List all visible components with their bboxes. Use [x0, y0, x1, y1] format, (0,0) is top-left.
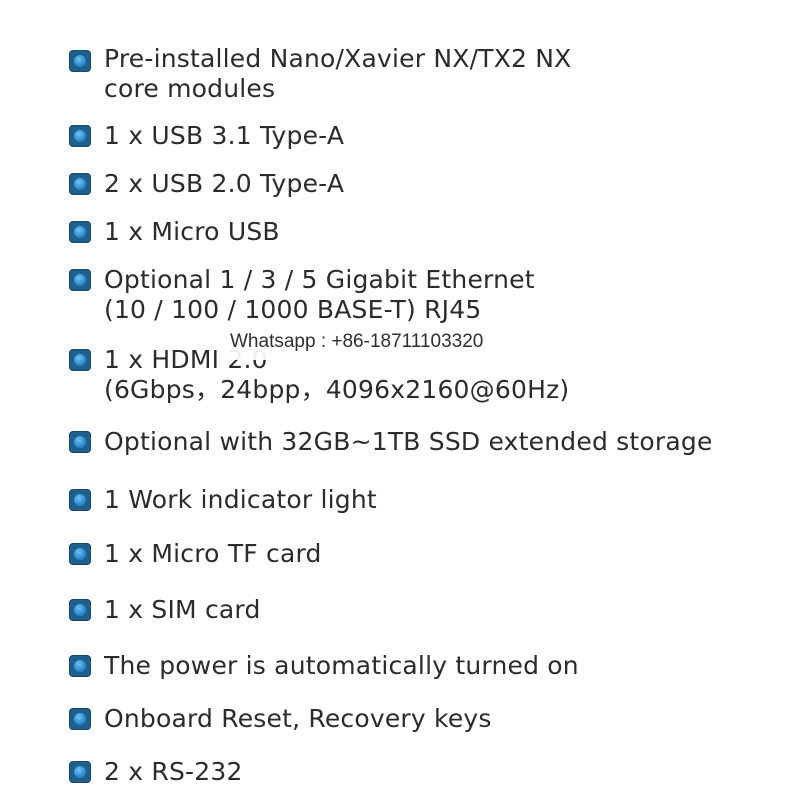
bullet-square-icon [70, 350, 90, 370]
feature-text: Optional 1 / 3 / 5 Gigabit Ethernet (10 … [104, 265, 535, 324]
feature-text: 1 x Micro TF card [104, 539, 322, 568]
feature-text: 2 x USB 2.0 Type-A [104, 169, 345, 198]
feature-text: 1 x USB 3.1 Type-A [104, 121, 345, 150]
feature-text: Pre-installed Nano/Xavier NX/TX2 NX core… [104, 44, 572, 103]
feature-text: 2 x RS-232 [104, 757, 243, 786]
whatsapp-watermark: Whatsapp : +86-18711103320 [218, 324, 552, 360]
feature-text: 1 x Micro USB [104, 217, 280, 246]
feature-text: 1 x SIM card [104, 595, 261, 624]
bullet-square-icon [70, 544, 90, 564]
feature-text: The power is automatically turned on [104, 651, 579, 680]
bullet-square-icon [70, 656, 90, 676]
bullet-square-icon [70, 51, 90, 71]
bullet-square-icon [70, 174, 90, 194]
bullet-square-icon [70, 490, 90, 510]
feature-text: 1 x HDMI 2.0 (6Gbps，24bpp，4096x2160@60Hz… [104, 345, 570, 404]
bullet-square-icon [70, 600, 90, 620]
bullet-square-icon [70, 126, 90, 146]
bullet-square-icon [70, 762, 90, 782]
bullet-square-icon [70, 270, 90, 290]
feature-text: 1 Work indicator light [104, 485, 377, 514]
feature-text: Onboard Reset, Recovery keys [104, 704, 492, 733]
feature-text: Optional with 32GB~1TB SSD extended stor… [104, 427, 713, 456]
bullet-square-icon [70, 222, 90, 242]
bullet-square-icon [70, 709, 90, 729]
bullet-square-icon [70, 432, 90, 452]
